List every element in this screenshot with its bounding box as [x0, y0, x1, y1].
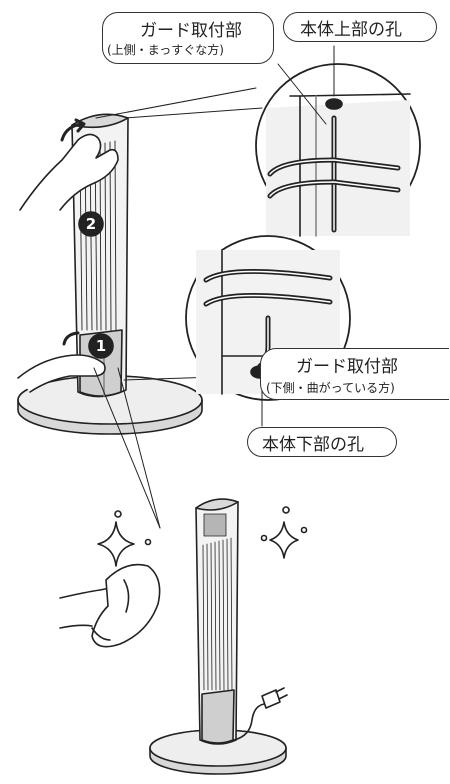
step-badges [78, 211, 114, 359]
power-plug-icon [261, 689, 281, 709]
guard-lower-callout [260, 348, 449, 400]
step-1-number: 1 [96, 337, 106, 355]
sparkle-icon [260, 506, 308, 559]
step-2-number: 2 [86, 215, 96, 233]
body-upper-hole-label: 本体上部の孔 [300, 20, 402, 40]
hand-icon [19, 133, 119, 211]
hand-with-cloth [59, 563, 161, 648]
body-lower-hole-label: 本体下部の孔 [262, 435, 364, 455]
guard-upper-title: ガード取付部 [140, 21, 242, 41]
sparkle-icon [97, 510, 152, 567]
rotate-arrow-icon [60, 122, 84, 142]
fan-upper [17, 87, 263, 529]
cloth-icon [91, 563, 161, 648]
guard-lower-title: ガード取付部 [296, 357, 398, 377]
guard-upper-callout [102, 12, 274, 64]
body-lower-hole-callout [247, 427, 397, 457]
fan-lower [149, 498, 288, 775]
guard-lower-note: (下側・曲がっている方) [266, 381, 395, 395]
body-upper-hole-callout [283, 12, 437, 42]
guard-upper-note: (上側・まっすぐな方) [107, 43, 224, 57]
detail-circle-upper [255, 45, 421, 237]
